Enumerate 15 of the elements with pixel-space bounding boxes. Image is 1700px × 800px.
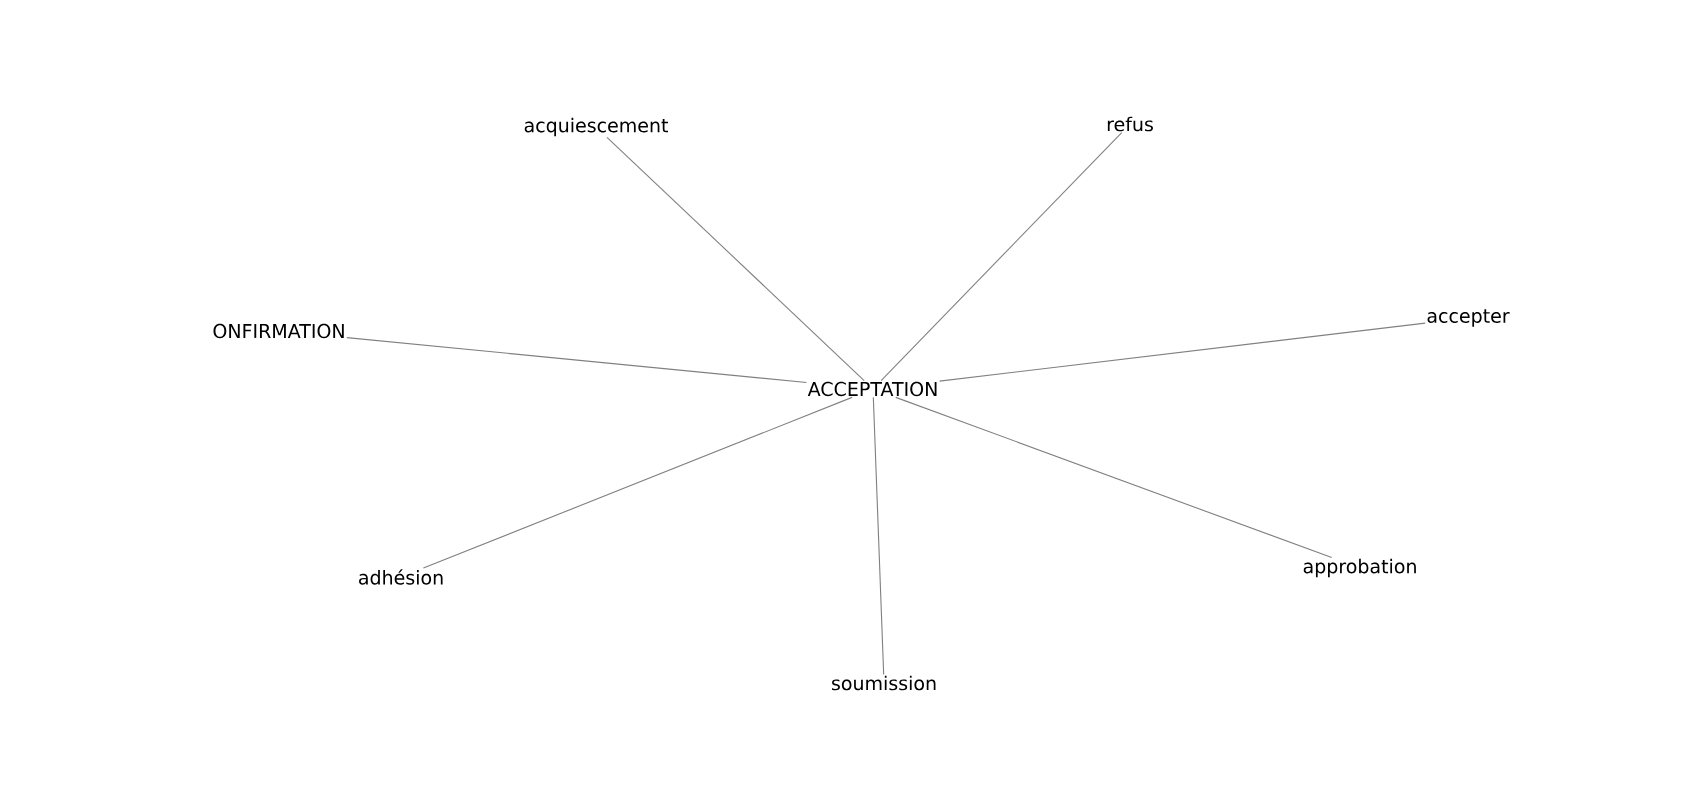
- word-label: soumission: [832, 675, 936, 691]
- connector-line: [939, 322, 1426, 382]
- word-label: acquiescement: [524, 117, 668, 137]
- central-word: ACCEPTATION: [807, 381, 937, 397]
- connector-line: [872, 396, 885, 675]
- connector-line: [880, 132, 1123, 382]
- connector-line: [422, 396, 853, 569]
- word-label: adhésion: [359, 569, 443, 585]
- connector-line: [895, 396, 1333, 559]
- word-label: ONFIRMATION: [213, 323, 344, 339]
- connector-line: [606, 136, 865, 382]
- word-label: approbation: [1303, 558, 1416, 578]
- word-label: accepter: [1427, 309, 1510, 327]
- connector-line: [346, 337, 807, 384]
- word-label: refus: [1107, 116, 1153, 132]
